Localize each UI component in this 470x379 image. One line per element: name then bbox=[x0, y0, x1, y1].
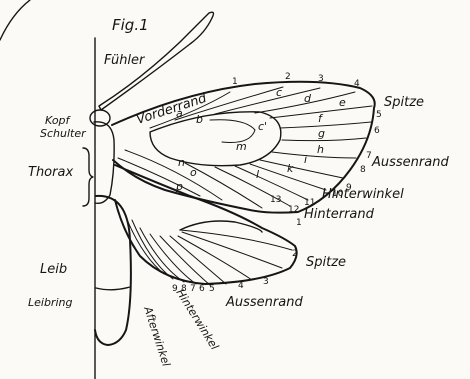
fw-number-1: 1 bbox=[232, 77, 238, 87]
hw-number-5: 5 bbox=[209, 284, 215, 294]
fw-number-9: 9 bbox=[346, 183, 352, 193]
label-hindwing-outer-margin: Aussenrand bbox=[225, 295, 303, 310]
fw-number-10: 10 bbox=[332, 189, 344, 199]
abdomen-shape bbox=[95, 196, 131, 345]
label-shoulder: Schulter bbox=[40, 127, 87, 140]
cell-letter-b: b bbox=[196, 113, 203, 126]
label-hindwing-apex: Spitze bbox=[306, 255, 346, 270]
label-forewing-outer-margin: Aussenrand bbox=[371, 155, 449, 170]
fw-number-12: 12 bbox=[288, 205, 299, 215]
hw-number-4: 4 bbox=[238, 281, 244, 291]
fw-number-4: 4 bbox=[354, 79, 360, 89]
head-shape bbox=[90, 110, 110, 126]
fw-number-6: 6 bbox=[374, 126, 380, 136]
label-antenna: Fühler bbox=[104, 53, 146, 68]
cell-letter-k: k bbox=[287, 162, 294, 175]
fw-number-8: 8 bbox=[360, 165, 366, 175]
fw-number-11: 11 bbox=[304, 198, 315, 208]
hw-number-9: 9 bbox=[172, 284, 178, 294]
label-abdomen: Leib bbox=[40, 262, 67, 277]
cell-letter-c: c bbox=[276, 86, 282, 99]
hw-number-7: 7 bbox=[190, 284, 196, 294]
hw-number-1: 1 bbox=[296, 218, 302, 228]
thorax-shape bbox=[94, 122, 114, 204]
label-hindwing-inner-angle: Hinterwinkel bbox=[173, 287, 221, 353]
label-head: Kopf bbox=[45, 114, 72, 127]
cell-letter-n: n bbox=[178, 156, 185, 169]
label-inner-margin: Hinterrand bbox=[304, 207, 375, 222]
label-forewing-apex: Spitze bbox=[384, 95, 424, 110]
cell-letter-m: m bbox=[236, 140, 247, 153]
cell-letter-l: l bbox=[256, 168, 259, 181]
label-abdominal-ring: Leibring bbox=[28, 296, 72, 309]
corner-arc bbox=[0, 0, 30, 40]
fw-number-3: 3 bbox=[318, 74, 324, 84]
figure-label: Fig.1 bbox=[112, 16, 149, 34]
cell-letter-o: o bbox=[190, 166, 197, 179]
label-thorax: Thorax bbox=[28, 165, 73, 180]
abdominal-ring-line bbox=[96, 287, 130, 290]
cell-letter-p: p bbox=[175, 180, 183, 193]
fw-number-13: 13 bbox=[270, 195, 281, 205]
cell-letter-i: i bbox=[304, 153, 307, 166]
cell-letter-g: g bbox=[318, 127, 325, 140]
hw-number-3: 3 bbox=[263, 277, 269, 287]
cell-letter-d: d bbox=[304, 92, 312, 105]
hw-number-2: 2 bbox=[292, 249, 298, 259]
fw-number-2: 2 bbox=[285, 72, 291, 82]
label-anal-angle: Afterwinkel bbox=[141, 304, 173, 368]
hindwing-veins bbox=[124, 212, 292, 285]
hw-number-6: 6 bbox=[199, 284, 205, 294]
forewing-inner-cell bbox=[210, 120, 255, 143]
hw-number-8: 8 bbox=[181, 284, 187, 294]
cell-letter-c-prime: c' bbox=[258, 120, 267, 133]
cell-letter-f: f bbox=[318, 112, 324, 125]
hindwing-cell bbox=[180, 221, 262, 232]
cell-letter-e: e bbox=[339, 96, 346, 109]
fw-number-7: 7 bbox=[366, 151, 372, 161]
cell-letter-h: h bbox=[317, 143, 324, 156]
fw-number-5: 5 bbox=[376, 110, 382, 120]
thorax-brace bbox=[83, 148, 93, 206]
cell-letter-a: a bbox=[176, 107, 183, 120]
